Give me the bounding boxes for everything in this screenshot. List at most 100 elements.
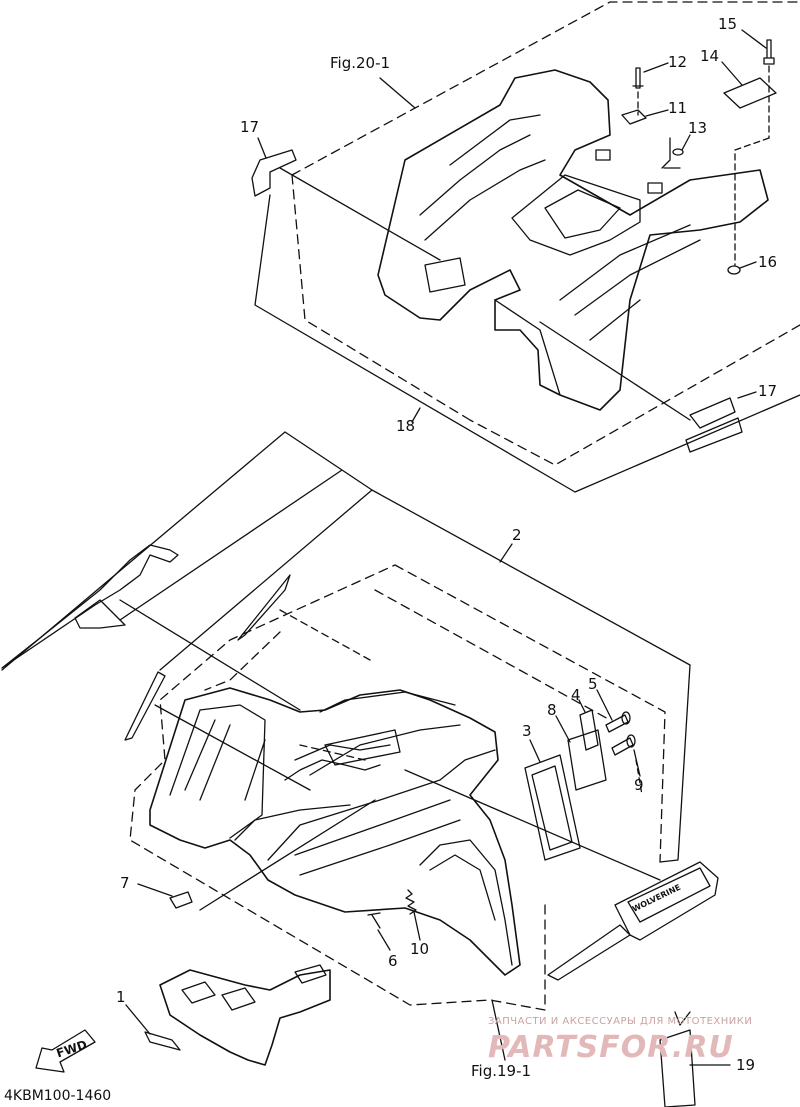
rear-fender-seat-pan [511, 174, 641, 256]
front-fender-body [149, 687, 521, 976]
proj-line-1 [119, 599, 301, 711]
fender-boss-1 [595, 149, 611, 161]
front-fender-left-shoulder [169, 704, 266, 839]
callout-17-right: 17 [758, 382, 778, 400]
bolt-5-leader [596, 689, 613, 721]
decal-17-right-leader [737, 391, 757, 399]
callout-7: 7 [120, 874, 130, 892]
bolt-5-head [621, 711, 631, 725]
screw-6-shape [367, 912, 381, 929]
nut-16-leader [739, 261, 757, 269]
callout-1: 1 [116, 988, 126, 1006]
callout-10: 10 [410, 940, 430, 958]
callout-5: 5 [588, 675, 598, 693]
part-2-leader [499, 543, 513, 563]
callout-18: 18 [396, 417, 416, 435]
decal-flame-left-2 [124, 671, 166, 741]
watermark-subtitle: ЗАПЧАСТИ И АКСЕССУАРЫ ДЛЯ МОТОТЕХНИКИ [488, 1016, 753, 1027]
callout-16: 16 [758, 253, 778, 271]
front-guard-slot-2 [221, 987, 256, 1011]
rear-fender-hardware [251, 29, 800, 493]
front-fender-lower-lip [234, 804, 351, 841]
clip-13-shape [661, 137, 681, 169]
decal-17-left-leader [257, 137, 267, 159]
front-guard-tab [294, 964, 327, 984]
proj-line-4 [404, 769, 661, 881]
plate-11-shape [621, 109, 647, 125]
fender-lower-flap [494, 299, 561, 396]
rear-fender-rib-left [419, 134, 531, 216]
fwd-arrow-shape [35, 1029, 96, 1073]
fig-ref-top: Fig.20-1 [330, 54, 391, 72]
plate-14-leader [721, 61, 743, 86]
clip-7-leader [137, 883, 173, 897]
front-fender-nose [284, 759, 381, 781]
card-19-hanger [674, 1011, 691, 1026]
bolt-15-leader [741, 29, 767, 49]
card-19-shape [659, 1029, 696, 1107]
bracket-8-leader [555, 715, 571, 743]
callout-15: 15 [718, 15, 738, 33]
bolt-9-head [626, 734, 636, 748]
front-fender-center-hood [267, 749, 496, 861]
callout-9: 9 [634, 776, 644, 794]
watermark-brand: PARTSFOR.RU [488, 1030, 734, 1065]
front-fender-assembly [1, 431, 731, 1107]
part-2-bracket [1, 431, 691, 863]
rear-fender-rib-right-2 [574, 239, 701, 316]
clip-13-leader [681, 134, 691, 151]
decal-flame-right [547, 924, 631, 981]
decal-flame-left [1, 544, 179, 669]
clip-7-shape [169, 891, 193, 909]
plate-14-shape [723, 77, 777, 109]
fender-boss-2 [647, 182, 663, 194]
rear-fender-rib-left-3 [449, 114, 541, 166]
spring-10-shape [405, 889, 417, 915]
drawing-code: 4KBM100-1460 [4, 1088, 112, 1104]
front-fender-hood-rib-3 [309, 724, 461, 776]
plate-3-leader [529, 739, 541, 763]
callout-13: 13 [688, 119, 708, 137]
clamp-4-leader [578, 699, 586, 713]
callout-12: 12 [668, 53, 688, 71]
callout-2: 2 [512, 526, 522, 544]
bolt-9-axis [635, 759, 643, 796]
spring-10-leader [413, 911, 421, 941]
decal-17-left [251, 149, 297, 197]
decal-17-left-projection [279, 167, 441, 261]
rear-fender-rib-left-2 [424, 159, 546, 241]
callout-4: 4 [571, 686, 581, 704]
decal-on-fender [324, 729, 401, 766]
front-fender-wheel-arch [419, 839, 513, 966]
emblem-1-leader [125, 1004, 151, 1035]
plate-3-shape [524, 754, 581, 861]
bolt-5-shape [605, 714, 629, 733]
decal-flame-mid [237, 574, 291, 641]
rear-fender-body [377, 69, 769, 411]
decal-wolverine-text: WOLVERINE [631, 883, 682, 914]
callout-3: 3 [522, 722, 532, 740]
callout-19: 19 [736, 1056, 756, 1074]
front-guard-slot-1 [181, 981, 216, 1004]
bolt-15-shape [763, 39, 775, 65]
fig19-leader [491, 999, 506, 1061]
front-fender-top-edge [319, 691, 456, 713]
callout-8: 8 [547, 701, 557, 719]
proj-line-2 [154, 704, 311, 791]
callout-6: 6 [388, 952, 398, 970]
callout-11: 11 [668, 99, 688, 117]
front-fender-inner-dashed [204, 589, 611, 721]
rear-fender-rib-right-3 [589, 299, 641, 341]
decal-17-right-projection [539, 321, 691, 421]
front-fender-arch-inner [429, 854, 496, 921]
bolt-15-to-16-axis [734, 137, 770, 266]
plate-3-inner [531, 765, 573, 851]
rivet-12-shape [632, 67, 644, 89]
callout-14: 14 [700, 47, 720, 65]
rear-fender-dashed-boundary [291, 1, 800, 466]
decal-flame-left-tab [74, 599, 126, 629]
callout-17-left: 17 [240, 118, 260, 136]
emblem-1-shape [144, 1031, 181, 1051]
